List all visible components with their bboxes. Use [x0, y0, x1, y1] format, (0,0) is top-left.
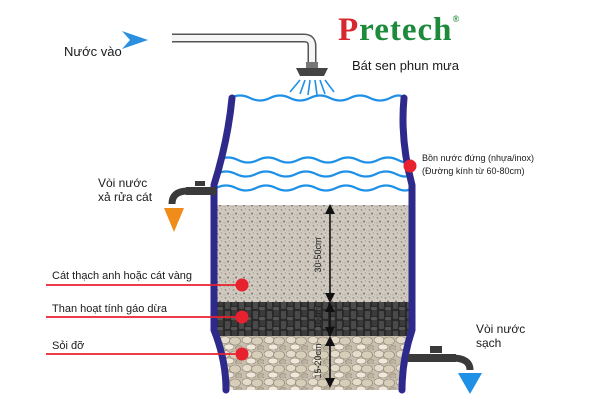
clean-tap-icon[interactable] [408, 346, 474, 371]
carbon-label: Than hoạt tính gáo dừa [52, 303, 168, 315]
shower-head-icon [289, 68, 335, 96]
callouts [46, 159, 417, 361]
clean-water-arrow-icon [458, 373, 482, 394]
gravel-layer [214, 336, 412, 390]
sand-drain-arrow-icon [164, 208, 184, 232]
clean-label-line1: Vòi nước [476, 322, 526, 336]
drain-label-line2: xả rửa cát [98, 190, 153, 204]
tank-label-line2: (Đường kính từ 60-80cm) [422, 166, 525, 176]
dimension-arrows [325, 204, 335, 388]
pretech-logo: Pretech® [338, 12, 461, 48]
sand-label: Cát thạch anh hoặc cát vàng [52, 270, 193, 282]
gravel-label: Sỏi đỡ [52, 340, 85, 352]
shower-label: Bát sen phun mưa [352, 58, 459, 73]
carbon-dimension-label: 10cm [313, 307, 323, 330]
drain-tap-icon[interactable] [168, 181, 216, 205]
water-waves [215, 94, 413, 192]
gravel-marker [235, 347, 249, 361]
tank-label-line1: Bồn nước đứng (nhựa/inox) [422, 153, 535, 163]
tank-outline [210, 94, 416, 394]
inlet-arrow-icon [122, 31, 148, 49]
tank-marker [403, 159, 417, 173]
clean-label-line2: sạch [476, 336, 502, 350]
gravel-dimension-label: 15-20cm [313, 343, 323, 379]
sand-marker [235, 278, 249, 292]
sand-dimension-label: 30-50cm [313, 237, 323, 273]
pipe-coupling [306, 62, 318, 68]
tank-contents [214, 98, 412, 390]
drain-label-line1: Vòi nước [98, 176, 148, 190]
water-in-label: Nước vào [64, 44, 122, 59]
carbon-marker [235, 310, 249, 324]
inlet-pipe [172, 33, 318, 68]
